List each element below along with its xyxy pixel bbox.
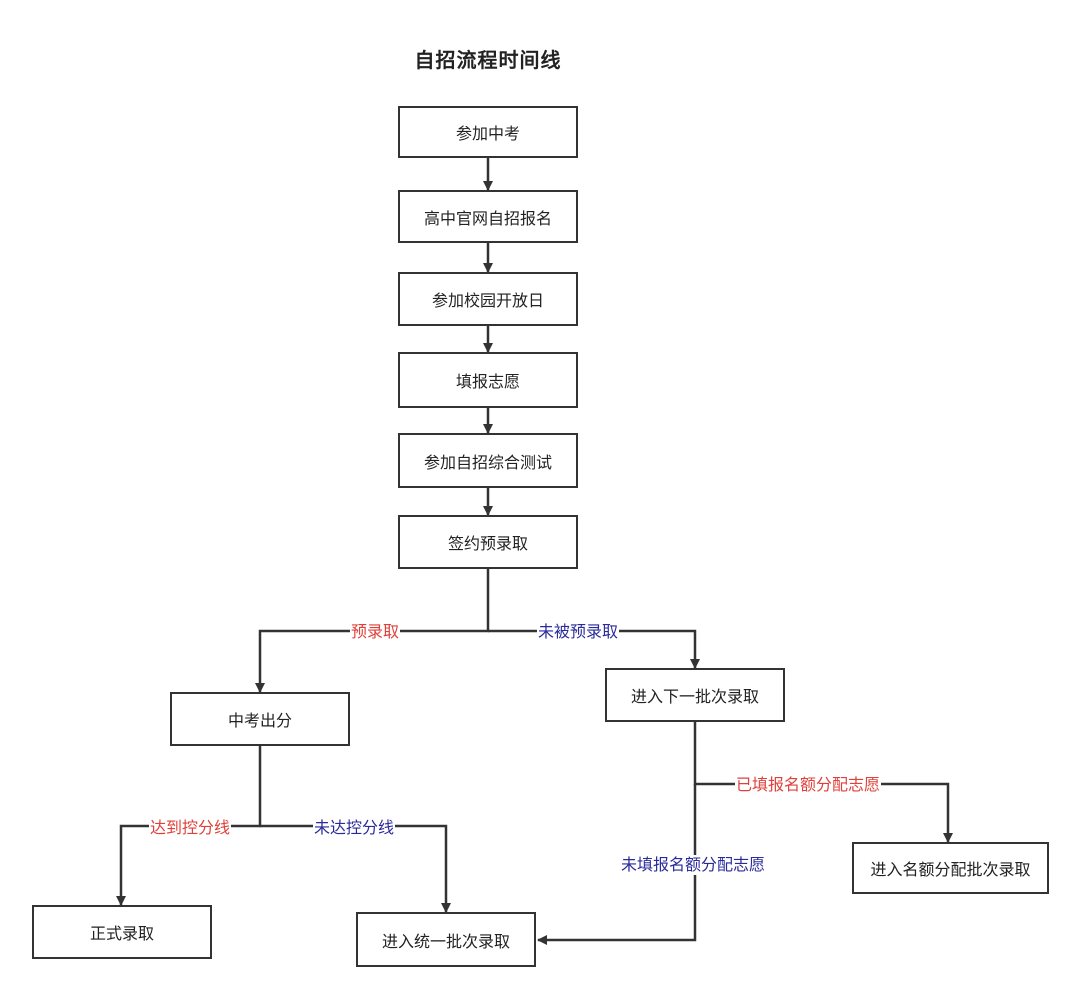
edge-label-not-filled-quota: 未填报名额分配志愿: [620, 855, 767, 875]
node-open-day: 参加校园开放日: [398, 272, 578, 326]
node-pre-admission: 签约预录取: [398, 515, 578, 569]
edge-label-reached-line: 达到控分线: [149, 818, 232, 838]
edge-label-not-reached-line: 未达控分线: [313, 818, 396, 838]
diagram-title: 自招流程时间线: [414, 48, 562, 72]
node-official-admission: 正式录取: [32, 905, 212, 959]
node-score-release: 中考出分: [170, 692, 350, 746]
edge-label-filled-quota: 已填报名额分配志愿: [735, 775, 882, 795]
node-next-batch: 进入下一批次录取: [605, 668, 785, 722]
arrow-n7-n10: [260, 824, 451, 913]
edge-label-not-pre-admitted: 未被预录取: [537, 622, 620, 642]
arrow-n8-n10: [537, 784, 697, 945]
node-quota-batch: 进入名额分配批次录取: [852, 842, 1049, 894]
node-take-exam: 参加中考: [398, 106, 578, 158]
node-online-registration: 高中官网自招报名: [398, 190, 578, 243]
edge-label-pre-admitted: 预录取: [350, 622, 401, 642]
node-fill-application: 填报志愿: [398, 352, 578, 408]
node-comprehensive-test: 参加自招综合测试: [398, 433, 578, 488]
node-unified-batch: 进入统一批次录取: [356, 912, 536, 967]
